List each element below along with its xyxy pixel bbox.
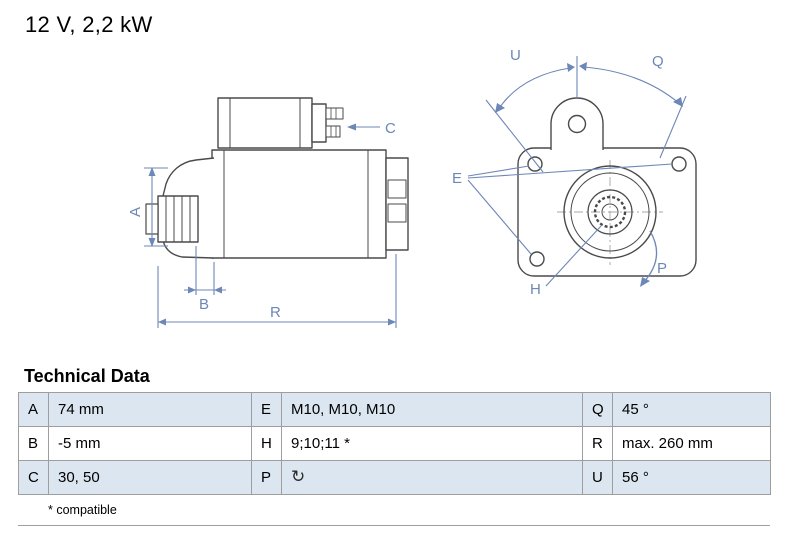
- solenoid-body: [217, 97, 313, 149]
- front-view-dimensions: [467, 56, 687, 287]
- tab-hole: [567, 114, 587, 134]
- terminal-stud: [325, 107, 344, 120]
- dimension-label-c: C: [385, 120, 396, 137]
- side-view-arrowheads: [148, 123, 396, 326]
- side-view: [145, 97, 409, 259]
- spec-key-b: B: [18, 426, 49, 461]
- motor-body: [211, 149, 387, 259]
- front-view-arrowheads: [495, 62, 683, 287]
- top-mounting-tab: [550, 97, 604, 150]
- spec-key-a: A: [18, 392, 49, 427]
- spec-key-h: H: [251, 426, 282, 461]
- technical-data-heading: Technical Data: [24, 366, 150, 386]
- rotation-direction-icon: ↻: [291, 467, 306, 487]
- spec-value-c: 30, 50: [48, 460, 252, 495]
- table-row: C 30, 50 P ↻ U 56 °: [18, 460, 771, 495]
- table-footnote: * compatible: [18, 497, 770, 526]
- bolt-hole: [529, 251, 545, 267]
- pinion-gear: [157, 195, 199, 243]
- spec-key-c: C: [18, 460, 49, 495]
- spec-key-r: R: [582, 426, 613, 461]
- spec-key-q: Q: [582, 392, 613, 427]
- dimension-label-b: B: [199, 296, 209, 313]
- shaft-spline: [593, 195, 627, 229]
- technical-data-table: A 74 mm E M10, M10, M10 Q 45 ° B -5 mm H…: [18, 392, 771, 495]
- mounting-flange: [517, 147, 697, 277]
- spec-value-b: -5 mm: [48, 426, 252, 461]
- spec-key-e: E: [251, 392, 282, 427]
- spec-value-u: 56 °: [612, 460, 771, 495]
- dimension-label-p: P: [657, 260, 667, 277]
- pilot-circle-outer: [563, 165, 657, 259]
- spec-value-p: ↻: [281, 460, 583, 495]
- spec-value-a: 74 mm: [48, 392, 252, 427]
- technical-drawing: A B R C: [127, 47, 697, 328]
- spec-value-e: M10, M10, M10: [281, 392, 583, 427]
- dimension-label-q: Q: [652, 53, 664, 70]
- solenoid-end-cap: [311, 103, 327, 143]
- bolt-hole: [527, 156, 543, 172]
- dimension-label-r: R: [270, 304, 281, 321]
- dimension-label-u: U: [510, 47, 521, 64]
- terminal-stud: [325, 125, 341, 138]
- spec-value-h: 9;10;11 *: [281, 426, 583, 461]
- table-row: A 74 mm E M10, M10, M10 Q 45 °: [18, 392, 771, 427]
- page-title: 12 V, 2,2 kW: [25, 12, 153, 37]
- table-row: B -5 mm H 9;10;11 * R max. 260 mm: [18, 426, 771, 461]
- spec-key-u: U: [582, 460, 613, 495]
- spec-value-r: max. 260 mm: [612, 426, 771, 461]
- spec-key-p: P: [251, 460, 282, 495]
- spec-value-q: 45 °: [612, 392, 771, 427]
- front-view: [517, 97, 697, 277]
- dimension-label-h: H: [530, 281, 541, 298]
- dimension-label-a: A: [127, 207, 144, 217]
- dimension-label-e: E: [452, 170, 462, 187]
